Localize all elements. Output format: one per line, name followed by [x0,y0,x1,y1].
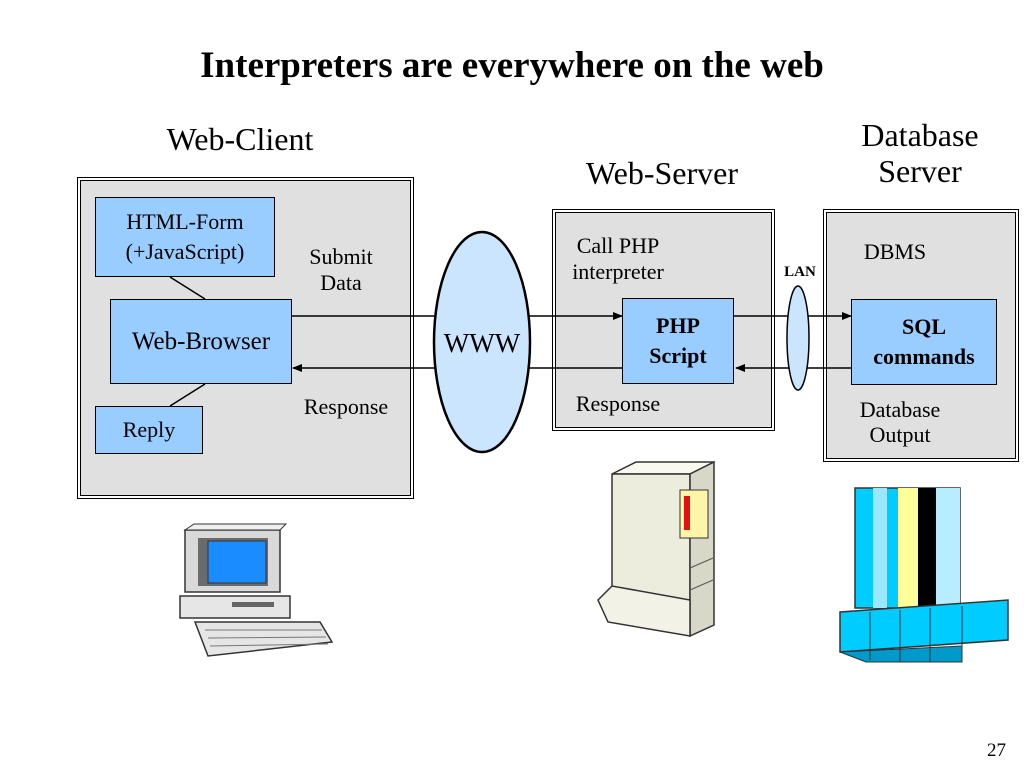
sql-commands-line2: commands [873,344,975,369]
slide-title: Interpreters are everywhere on the web [200,45,824,86]
database-heading-line1: Database [861,117,979,153]
submit-data-label: Submit Data [291,244,391,296]
www-ellipse [432,230,532,454]
php-script-box: PHP Script [622,298,734,384]
database-output-line2: Output [869,422,931,447]
html-form-box: HTML-Form (+JavaScript) [95,197,275,277]
submit-data-line1: Submit [309,244,373,269]
reply-label: Reply [122,417,176,442]
php-script-line2: Script [649,343,707,368]
www-label: WWW [443,328,521,358]
call-php-line2: interpreter [572,259,664,284]
browser-reply-connector [169,383,206,407]
form-browser-connector [169,276,206,300]
database-server-heading: Database Server [820,117,1020,189]
html-form-line1: HTML-Form [126,209,244,234]
lan-label: LAN [784,264,816,280]
submit-data-line2: Data [320,270,362,295]
dbms-label: DBMS [863,239,927,264]
mainframe-database-icon [839,487,1009,663]
database-output-line1: Database [859,397,941,422]
html-form-line2: (+JavaScript) [125,239,245,264]
server-response-label: Response [575,391,661,416]
reply-box: Reply [95,406,203,454]
web-server-heading: Web-Server [585,155,738,191]
page-number: 27 [987,740,1006,761]
php-script-line1: PHP [656,313,700,338]
call-php-line1: Call PHP [576,233,660,258]
database-heading-line2: Server [878,153,962,189]
lan-ellipse [786,285,810,391]
tower-server-icon [597,460,715,638]
sql-commands-line1: SQL [901,314,947,339]
web-client-heading: Web-Client [166,121,314,157]
web-browser-label: Web-Browser [131,327,271,355]
client-response-label: Response [303,394,389,419]
database-output-label: Database Output [846,397,954,447]
web-browser-box: Web-Browser [110,299,292,384]
desktop-computer-icon [179,523,334,657]
call-php-label: Call PHP interpreter [556,233,680,285]
sql-commands-box: SQL commands [851,299,997,385]
